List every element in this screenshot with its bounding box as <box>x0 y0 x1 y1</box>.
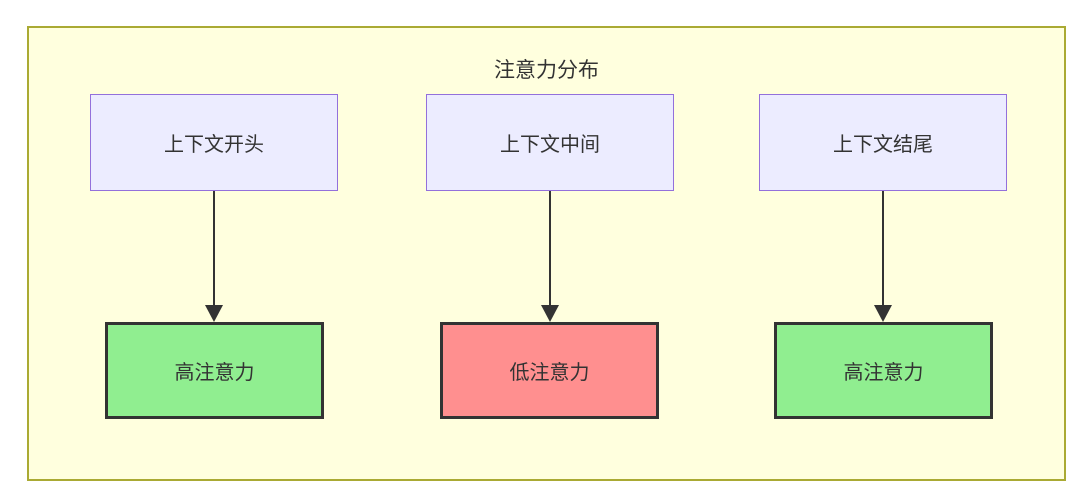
arrowhead-down-icon <box>205 305 223 322</box>
node-high-attention-2-label: 高注意力 <box>843 362 924 384</box>
node-context-end-label: 上下文结尾 <box>833 134 933 156</box>
arrowhead-down-icon <box>541 305 559 322</box>
edge-end-to-high <box>873 191 893 322</box>
node-high-attention-1-label: 高注意力 <box>174 362 255 384</box>
node-context-middle-label: 上下文中间 <box>500 134 600 156</box>
edge-middle-to-low <box>540 191 560 322</box>
node-high-attention-1: 高注意力 <box>105 322 324 419</box>
arrow-line <box>882 191 884 307</box>
node-high-attention-2: 高注意力 <box>774 322 993 419</box>
diagram-title: 注意力分布 <box>494 59 599 82</box>
attention-distribution-group: 注意力分布 上下文开头 上下文中间 上下文结尾 高注意力 低注意力 <box>27 26 1066 481</box>
node-context-start: 上下文开头 <box>90 94 338 191</box>
node-low-attention-label: 低注意力 <box>509 362 590 384</box>
node-context-middle: 上下文中间 <box>426 94 674 191</box>
node-context-start-label: 上下文开头 <box>164 134 264 156</box>
arrow-line <box>213 191 215 307</box>
node-context-end: 上下文结尾 <box>759 94 1007 191</box>
arrowhead-down-icon <box>874 305 892 322</box>
edge-start-to-high <box>204 191 224 322</box>
node-low-attention: 低注意力 <box>440 322 659 419</box>
arrow-line <box>549 191 551 307</box>
